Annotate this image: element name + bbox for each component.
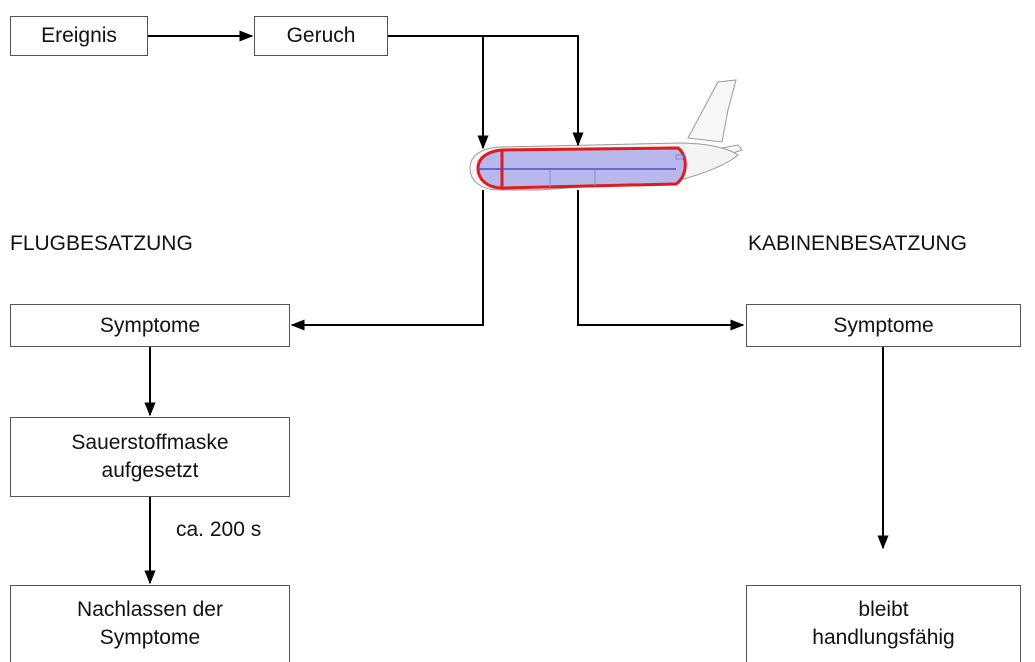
cabin-highlight [478, 148, 685, 188]
node-nachlassen: Nachlassen der Symptome [10, 585, 290, 662]
node-sauerstoffmaske-label: Sauerstoffmaske aufgesetzt [71, 429, 228, 485]
node-bleibt-handlungsfaehig: bleibt handlungsfähig [746, 585, 1021, 662]
node-sauerstoffmaske: Sauerstoffmaske aufgesetzt [10, 417, 290, 497]
node-symptome-flug-label: Symptome [100, 312, 200, 340]
node-geruch: Geruch [254, 16, 388, 56]
node-symptome-kabine-label: Symptome [833, 312, 933, 340]
label-duration: ca. 200 s [176, 518, 261, 542]
label-kabinenbesatzung: KABINENBESATZUNG [748, 232, 967, 256]
node-symptome-kabine: Symptome [746, 304, 1021, 347]
node-nachlassen-label: Nachlassen der Symptome [77, 596, 223, 652]
node-symptome-flug: Symptome [10, 304, 290, 347]
label-flugbesatzung: FLUGBESATZUNG [10, 232, 193, 256]
airplane-icon [470, 80, 742, 190]
node-ereignis: Ereignis [10, 16, 148, 56]
node-geruch-label: Geruch [287, 22, 356, 50]
node-ereignis-label: Ereignis [41, 22, 117, 50]
node-bleibt-label: bleibt handlungsfähig [812, 596, 954, 652]
